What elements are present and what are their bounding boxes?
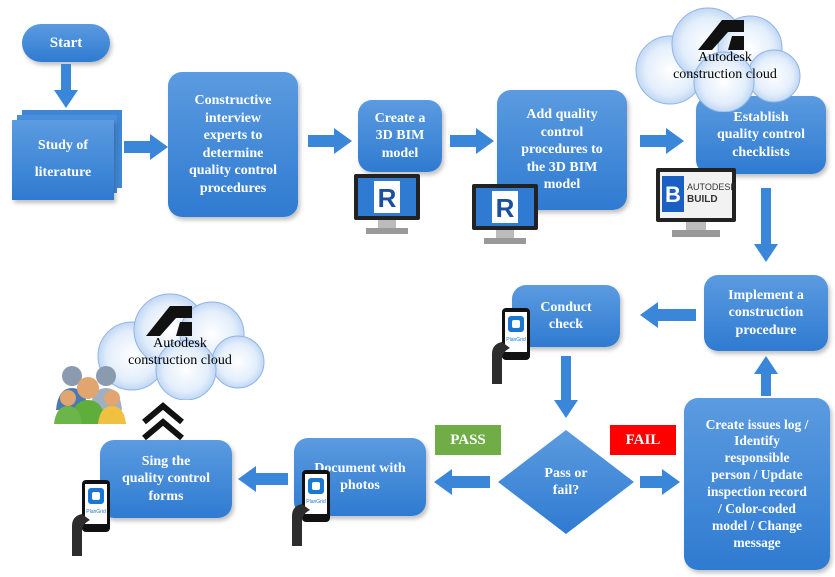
double-chevron-up-icon — [142, 402, 184, 441]
arrow-addqc-to-establish — [640, 128, 684, 154]
arrow-study-to-interview — [124, 134, 168, 160]
arrow-bim-to-addqc — [450, 128, 494, 154]
arrow-interview-to-bim — [308, 128, 352, 154]
plangrid-text-2: PlanGrid — [306, 499, 326, 505]
build-line-2: BUILD — [687, 194, 718, 205]
create-bim-node: Create a 3D BIM model — [358, 100, 442, 172]
arrow-issues-to-implement — [754, 356, 778, 396]
revit-monitor-icon: R — [354, 174, 420, 234]
pass-label: PASS — [435, 425, 501, 455]
build-letter: B — [665, 182, 681, 207]
fail-label: FAIL — [610, 425, 676, 455]
autodesk-build-monitor-icon: B AUTODESK BUILD — [656, 168, 736, 237]
plangrid-phone-conduct-icon: PlanGrid — [492, 308, 530, 384]
autodesk-logo-top-icon — [698, 20, 744, 50]
study-node: Study of literature — [12, 120, 114, 200]
plangrid-text-3: PlanGrid — [86, 509, 106, 515]
plangrid-phone-sign-icon: PlanGrid — [72, 480, 110, 556]
arrow-decision-to-document — [434, 469, 490, 495]
decision-diamond — [498, 430, 634, 534]
arrow-decision-to-issues — [640, 469, 680, 495]
start-node: Start — [22, 24, 110, 62]
revit-letter-2: R — [496, 193, 515, 223]
study-document-stack: Study of literature — [12, 110, 124, 202]
issues-node: Create issues log / Identify responsible… — [684, 398, 830, 570]
decision-label: Pass or fail? — [544, 465, 588, 499]
implement-node: Implement a construction procedure — [704, 275, 828, 351]
sign-node: Sing the quality control forms — [100, 440, 232, 518]
autodesk-logo-bottom-icon — [146, 306, 192, 336]
arrow-implement-to-conduct — [640, 302, 696, 328]
arrow-start-to-study — [54, 64, 78, 108]
revit-monitor-2-icon: R — [472, 184, 538, 244]
build-line-1: AUTODESK — [687, 182, 736, 192]
people-group-icon — [54, 366, 126, 424]
plangrid-text-1: PlanGrid — [506, 337, 526, 343]
plangrid-phone-document-icon: PlanGrid — [292, 470, 330, 546]
arrow-document-to-sign — [238, 466, 288, 492]
revit-letter-1: R — [378, 183, 397, 213]
cloud-top-text: Autodesk construction cloud — [673, 50, 777, 82]
arrow-establish-to-implement — [754, 188, 778, 262]
cloud-bottom-text: Autodesk construction cloud — [128, 336, 232, 368]
arrow-conduct-to-decision — [554, 356, 578, 418]
interview-node: Constructive interview experts to determ… — [168, 72, 298, 217]
